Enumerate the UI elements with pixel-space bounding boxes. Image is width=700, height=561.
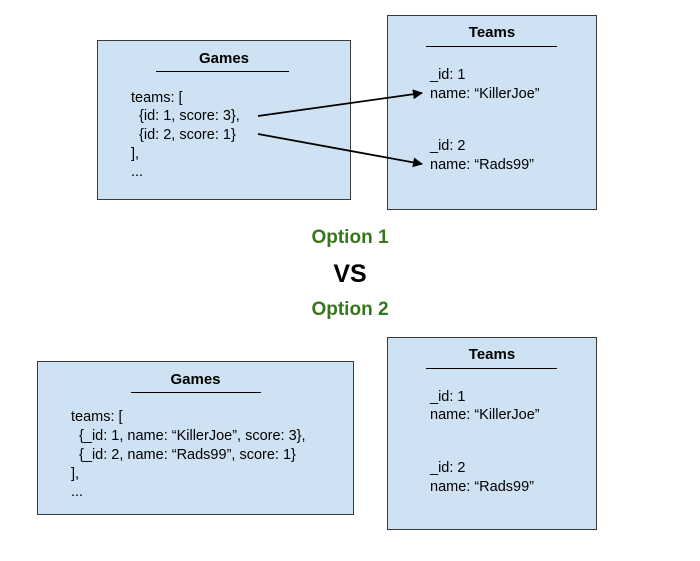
option2-teams-title: Teams	[468, 346, 516, 363]
option1-games-line: ...	[131, 164, 144, 180]
option1-games-title-rule	[156, 71, 289, 72]
option2-games-box: Games teams: [ {_id: 1, name: “KillerJoe…	[37, 361, 354, 515]
vs-label: VS	[333, 260, 367, 288]
option2-games-title: Games	[170, 371, 221, 388]
option2-team1-id: _id: 1	[430, 389, 466, 405]
arrow-team1-reference	[257, 89, 423, 117]
option2-teams-box: Teams _id: 1 name: “KillerJoe” _id: 2 na…	[387, 337, 597, 530]
option1-games-line: teams: [	[131, 90, 183, 106]
option1-team1-name: name: “KillerJoe”	[430, 86, 540, 102]
option2-team1-name: name: “KillerJoe”	[430, 407, 540, 423]
option1-team1-id: _id: 1	[430, 67, 466, 83]
option2-team2-id: _id: 2	[430, 460, 466, 476]
option1-team2-name: name: “Rads99”	[430, 157, 534, 173]
option1-team2-id: _id: 2	[430, 138, 466, 154]
option2-team2-name: name: “Rads99”	[430, 479, 534, 495]
option2-label: Option 2	[311, 299, 389, 320]
option2-games-line: teams: [	[71, 409, 123, 425]
option2-games-line: ],	[71, 466, 80, 482]
option1-games-line: ],	[131, 146, 140, 162]
option1-label: Option 1	[311, 227, 389, 248]
option1-teams-title: Teams	[468, 24, 516, 41]
option2-games-line: {_id: 1, name: “KillerJoe”, score: 3},	[71, 428, 306, 444]
option1-games-line: {id: 2, score: 1}	[131, 127, 236, 143]
option2-games-title-rule	[131, 392, 261, 393]
option1-teams-box: Teams _id: 1 name: “KillerJoe” _id: 2 na…	[387, 15, 597, 210]
option1-games-line: {id: 1, score: 3},	[131, 108, 240, 124]
option1-games-box: Games teams: [ {id: 1, score: 3}, {id: 2…	[97, 40, 351, 200]
option1-teams-title-rule	[426, 46, 557, 47]
option2-games-line: {_id: 2, name: “Rads99”, score: 1}	[71, 447, 296, 463]
option2-games-line: ...	[71, 484, 84, 500]
arrow-team2-reference	[257, 133, 423, 168]
option2-teams-title-rule	[426, 368, 557, 369]
option1-games-title: Games	[198, 50, 250, 67]
